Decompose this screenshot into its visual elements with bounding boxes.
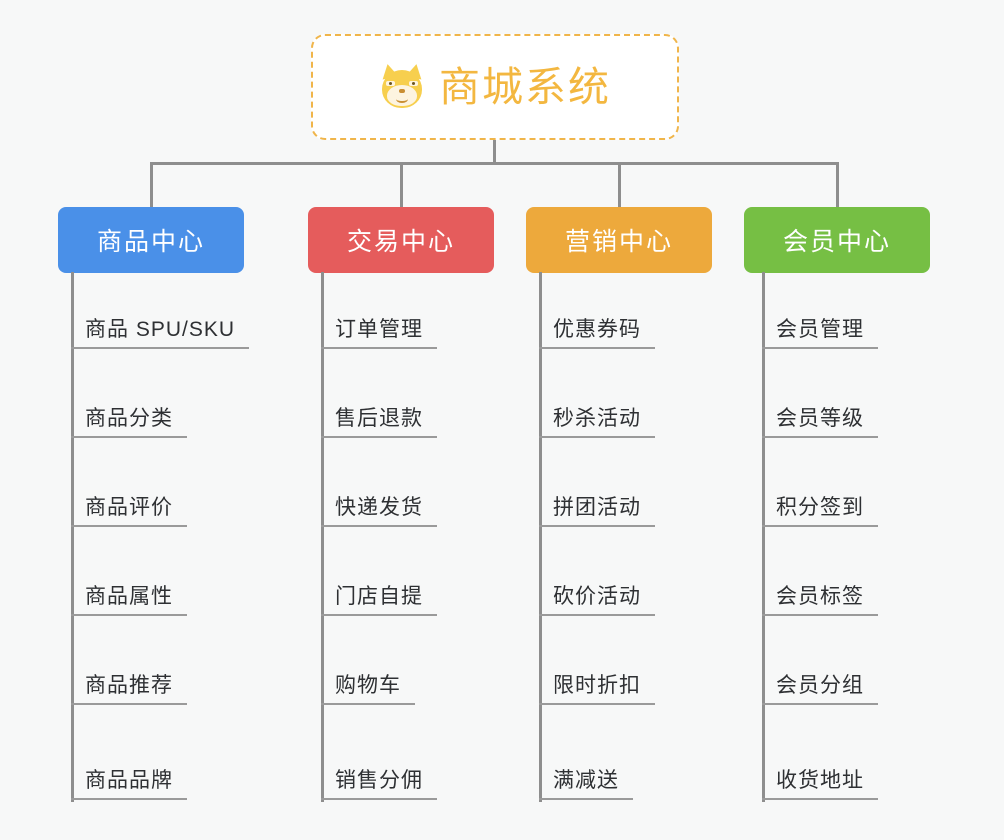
leaf-item[interactable]: 商品分类: [71, 392, 187, 438]
branch-header-label: 营销中心: [564, 228, 673, 256]
leaf-label: 满减送: [553, 769, 619, 792]
leaf-label: 砍价活动: [553, 585, 641, 608]
branch-drop-connector: [618, 162, 621, 210]
leaf-label: 商品分类: [85, 407, 173, 430]
leaf-item[interactable]: 积分签到: [762, 481, 878, 527]
leaf-item[interactable]: 限时折扣: [539, 659, 655, 705]
leaf-item[interactable]: 快递发货: [321, 481, 437, 527]
branch-stem-product-center: [71, 272, 74, 802]
leaf-item[interactable]: 会员标签: [762, 570, 878, 616]
leaf-label: 收货地址: [776, 769, 864, 792]
leaf-label: 售后退款: [335, 407, 423, 430]
leaf-label: 优惠券码: [553, 318, 641, 341]
branch-stem-marketing-center: [539, 272, 542, 802]
branch-drop-connector: [400, 162, 403, 210]
branch-header-label: 商品中心: [96, 228, 205, 256]
root-title: 商城系统: [439, 63, 611, 110]
leaf-item[interactable]: 会员管理: [762, 303, 878, 349]
root-drop-connector: [493, 140, 496, 164]
leaf-label: 会员标签: [776, 585, 864, 608]
leaf-label: 购物车: [335, 674, 401, 697]
leaf-label: 门店自提: [335, 585, 423, 608]
leaf-label: 快递发货: [335, 496, 423, 519]
leaf-item[interactable]: 优惠券码: [539, 303, 655, 349]
leaf-item[interactable]: 商品评价: [71, 481, 187, 527]
leaf-item[interactable]: 门店自提: [321, 570, 437, 616]
leaf-item[interactable]: 商品推荐: [71, 659, 187, 705]
leaf-item[interactable]: 收货地址: [762, 754, 878, 800]
leaf-item[interactable]: 商品 SPU/SKU: [71, 303, 250, 349]
leaf-item[interactable]: 拼团活动: [539, 481, 655, 527]
leaf-item[interactable]: 会员分组: [762, 659, 878, 705]
branch-header-label: 交易中心: [346, 228, 455, 256]
branch-header-product-center[interactable]: 商品中心: [58, 207, 244, 273]
branch-drop-connector: [836, 162, 839, 210]
leaf-item[interactable]: 售后退款: [321, 392, 437, 438]
root-node[interactable]: 商城系统: [311, 34, 679, 140]
leaf-label: 商品评价: [85, 496, 173, 519]
leaf-item[interactable]: 订单管理: [321, 303, 437, 349]
leaf-label: 订单管理: [335, 318, 423, 341]
leaf-label: 商品品牌: [85, 769, 173, 792]
leaf-label: 商品属性: [85, 585, 173, 608]
leaf-item[interactable]: 商品属性: [71, 570, 187, 616]
branch-header-trade-center[interactable]: 交易中心: [308, 207, 494, 273]
leaf-label: 会员等级: [776, 407, 864, 430]
leaf-item[interactable]: 秒杀活动: [539, 392, 655, 438]
leaf-label: 商品 SPU/SKU: [85, 318, 236, 341]
branch-stem-member-center: [762, 272, 765, 802]
leaf-item[interactable]: 购物车: [321, 659, 415, 705]
branch-stem-trade-center: [321, 272, 324, 802]
horizontal-bus-connector: [150, 162, 838, 165]
leaf-label: 拼团活动: [553, 496, 641, 519]
leaf-item[interactable]: 满减送: [539, 754, 633, 800]
branch-header-marketing-center[interactable]: 营销中心: [526, 207, 712, 273]
leaf-label: 商品推荐: [85, 674, 173, 697]
leaf-label: 销售分佣: [335, 769, 423, 792]
branch-header-member-center[interactable]: 会员中心: [744, 207, 930, 273]
leaf-item[interactable]: 销售分佣: [321, 754, 437, 800]
leaf-label: 积分签到: [776, 496, 864, 519]
branch-drop-connector: [150, 162, 153, 210]
leaf-label: 秒杀活动: [553, 407, 641, 430]
dog-face-icon: [379, 62, 425, 110]
leaf-label: 会员管理: [776, 318, 864, 341]
leaf-item[interactable]: 砍价活动: [539, 570, 655, 616]
leaf-item[interactable]: 商品品牌: [71, 754, 187, 800]
branch-header-label: 会员中心: [782, 228, 891, 256]
leaf-label: 限时折扣: [553, 674, 641, 697]
leaf-label: 会员分组: [776, 674, 864, 697]
leaf-item[interactable]: 会员等级: [762, 392, 878, 438]
